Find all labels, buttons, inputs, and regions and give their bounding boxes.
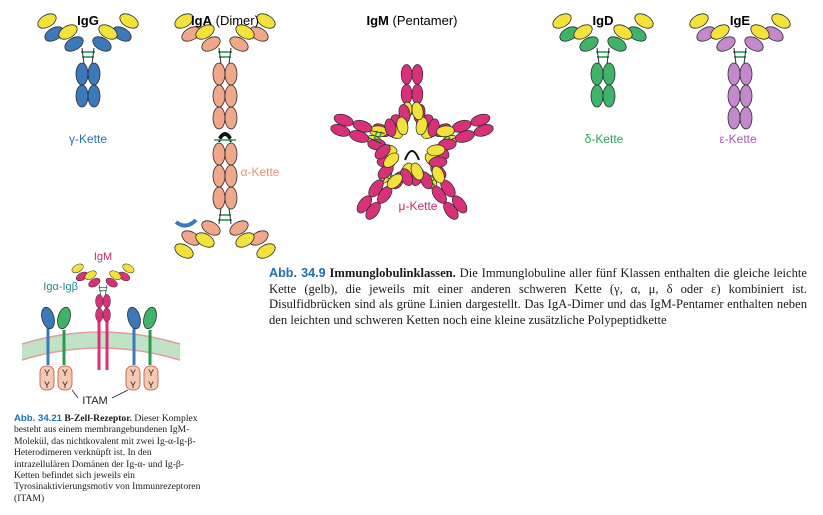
tyrosine-symbol: Y: [62, 380, 68, 390]
tyrosine-symbol: Y: [148, 368, 154, 378]
class-title-igg: IgG: [77, 13, 99, 28]
caption-title: B-Zell-Rezeptor.: [64, 413, 132, 424]
class-title-ige: IgE: [730, 13, 751, 28]
ig-alpha-beta-left: [39, 306, 73, 391]
caption-number: Abb. 34.9: [269, 266, 326, 280]
tyrosine-symbol: Y: [148, 380, 154, 390]
tyrosine-symbol: Y: [130, 368, 136, 378]
caption-text: Dieser Komplex besteht aus einem membran…: [14, 413, 201, 504]
iga-secretory-piece: [174, 218, 198, 228]
chain-label-delta: δ-Kette: [585, 132, 624, 146]
caption-number: Abb. 34.21: [14, 413, 62, 424]
ig-alpha-beta-right: [125, 306, 159, 391]
caption-title: Immunglobulinklassen.: [329, 266, 456, 280]
chain-label-gamma: γ-Kette: [69, 132, 107, 146]
antibody-igd: [552, 13, 654, 108]
antibody-iga-bottom: [174, 142, 276, 259]
class-title-igm: IgM (Pentamer): [366, 13, 457, 28]
tyrosine-symbol: Y: [62, 368, 68, 378]
caption-figure-34-21: Abb. 34.21 B-Zell-Rezeptor. Dieser Kompl…: [14, 413, 204, 504]
itam-label: ITAM: [82, 395, 107, 407]
receptor-ig-ab-label: Igα-Igβ: [43, 281, 78, 293]
igm-j-chain: [404, 150, 420, 161]
caption-figure-34-9: Abb. 34.9 Immunglobulinklassen. Die Immu…: [269, 266, 807, 328]
receptor-igm-label: IgM: [94, 251, 112, 263]
chain-label-epsilon: ε-Kette: [719, 132, 757, 146]
chain-label-mu: μ-Kette: [399, 199, 438, 213]
class-title-iga: IgA (Dimer): [191, 13, 259, 28]
antibody-iga-top: [174, 13, 276, 130]
figure-labels: IgG IgA (Dimer) IgM (Pentamer) IgD IgE γ…: [43, 13, 757, 407]
antibody-ige: [689, 13, 791, 130]
tyrosine-symbol: Y: [44, 380, 50, 390]
class-title-igd: IgD: [593, 13, 614, 28]
antibody-igg: [37, 13, 139, 108]
antibody-igm-unit: [330, 101, 424, 189]
caption-text: Die Immunglobuline aller fünf Klassen en…: [269, 266, 807, 327]
tyrosine-symbol: Y: [44, 368, 50, 378]
tyrosine-symbol: Y: [130, 380, 136, 390]
receptor-igm: [71, 263, 135, 322]
chain-label-alpha: α-Kette: [241, 165, 280, 179]
